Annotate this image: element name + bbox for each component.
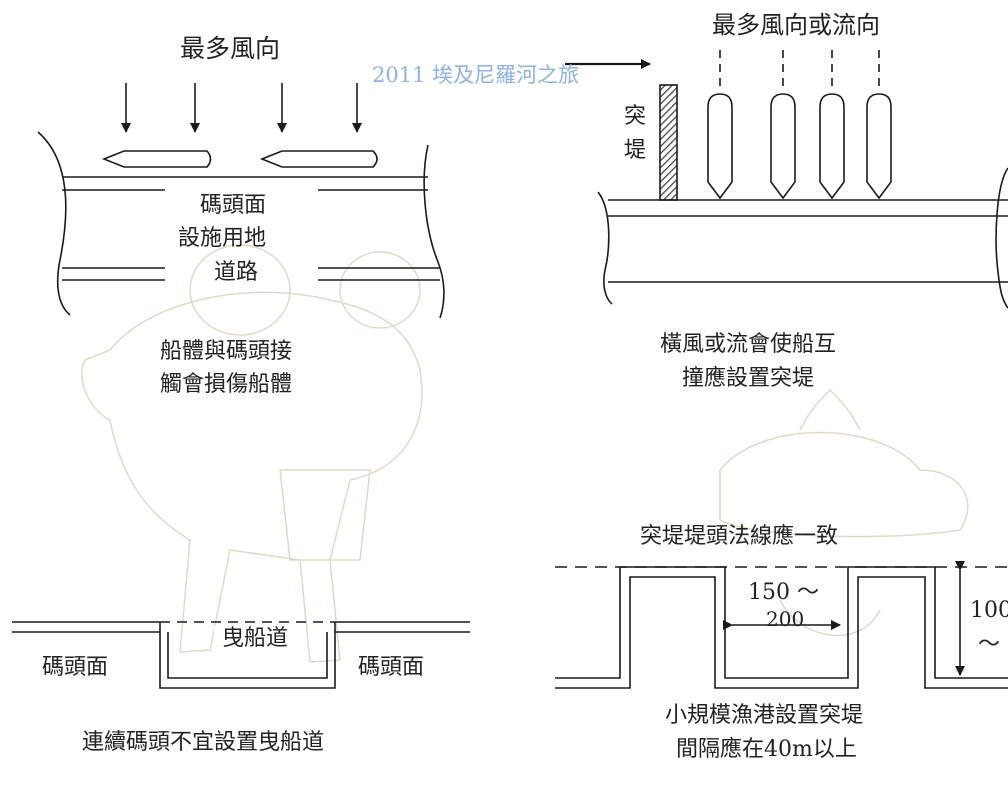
donkey-sketch [81,291,423,663]
jetty-outline [555,566,1008,679]
watermark-art [81,244,969,663]
depth-dimension-label: ～ [978,632,1001,657]
moored-boat [707,93,733,200]
quay-surface-label: 碼頭面 [200,193,267,218]
wind-direction-title: 最多風向 [180,34,281,63]
lamp-base-sketch [779,599,881,637]
caption-line: 船體與碼頭接 [160,339,293,364]
watermark-text: 2011 埃及尼羅河之旅 [372,63,580,87]
gap-dimension-label: 150 ～ [748,580,819,605]
moored-boat [770,93,796,200]
boat-shape [259,150,378,168]
panel-top-left-drawing [37,83,445,319]
basin-edge-right [423,144,445,319]
alignment-label: 突堤堤頭法線應一致 [640,524,839,549]
caption-line: 小規模漁港設置突堤 [665,703,864,728]
lamp-sketch [719,431,969,538]
slipway-label: 曳船道 [214,626,297,652]
jetty-hatched [659,84,678,201]
road-label: 道路 [214,260,259,285]
slipway-outline [159,622,336,689]
panel-bottom-left-drawing [12,621,470,689]
caption-line: 觸會損傷船體 [160,372,293,397]
depth-dimension-label: 100 [970,598,1008,623]
basin-edge-left [597,191,613,305]
basket-sketch [189,244,291,336]
caption-line: 橫風或流會使船互 [660,332,837,357]
basin-edge-right [995,167,1008,309]
facility-land-label: 設施用地 [178,226,267,251]
saddle-sketch [279,469,371,561]
basket-sketch-right [339,251,421,329]
moored-boat [819,93,845,200]
boat-shape [101,150,212,168]
moored-boat [866,93,892,200]
caption: 連續碼頭不宜設置曳船道 [82,730,325,755]
panel-top-right-drawing [565,50,1008,309]
caption-line: 間隔應在40m以上 [676,737,857,762]
gap-dimension-label: 200 [766,607,805,631]
wind-or-current-title: 最多風向或流向 [712,11,880,39]
caption-line: 撞應設置突堤 [682,366,815,391]
jetty-label-char: 堤 [624,138,647,163]
jetty-inner-outline [555,576,1008,689]
quay-surface-right-label: 碼頭面 [358,655,425,680]
slipway-inner-outline [167,632,328,679]
panel-bottom-right-drawing [555,561,1008,689]
basin-edge-left [37,131,71,316]
quay-surface-left-label: 碼頭面 [42,655,109,680]
lamp-top-sketch [799,388,861,431]
jetty-label-char: 突 [624,104,647,129]
